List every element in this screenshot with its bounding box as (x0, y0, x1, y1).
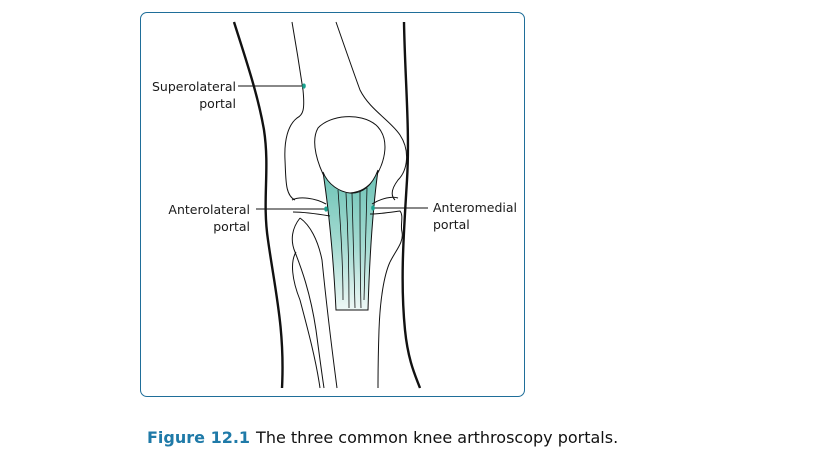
anteromedial-label: Anteromedial portal (433, 200, 517, 232)
fibula-line-1 (292, 251, 321, 389)
medial-joint-upper (371, 196, 399, 205)
tibia-line-right (377, 261, 391, 389)
lateral-joint-lower (292, 211, 331, 217)
superolateral-label: Superolateral portal (152, 79, 236, 111)
caption-text: The three common knee arthroscopy portal… (256, 428, 619, 447)
figure-caption: Figure 12.1 The three common knee arthros… (147, 428, 618, 447)
femur-line-left (284, 21, 305, 201)
skin-outline-left (232, 21, 284, 389)
anterolateral-portal-marker (324, 206, 328, 212)
tendon-fibers (337, 187, 368, 309)
skin-outline-right (401, 21, 422, 389)
tibia-line-left (291, 217, 325, 389)
anteromedial-portal-marker (371, 205, 375, 211)
figure-frame (140, 12, 525, 397)
fibula-line-2 (299, 217, 338, 389)
figure-number: Figure 12.1 (147, 428, 251, 447)
patellar-tendon (322, 169, 379, 311)
medial-joint-lower (369, 210, 403, 263)
superolateral-portal-marker (302, 83, 306, 89)
anterolateral-label: Anterolateral portal (168, 202, 250, 234)
lateral-joint-upper (291, 197, 327, 205)
femur-line-right (335, 21, 407, 201)
